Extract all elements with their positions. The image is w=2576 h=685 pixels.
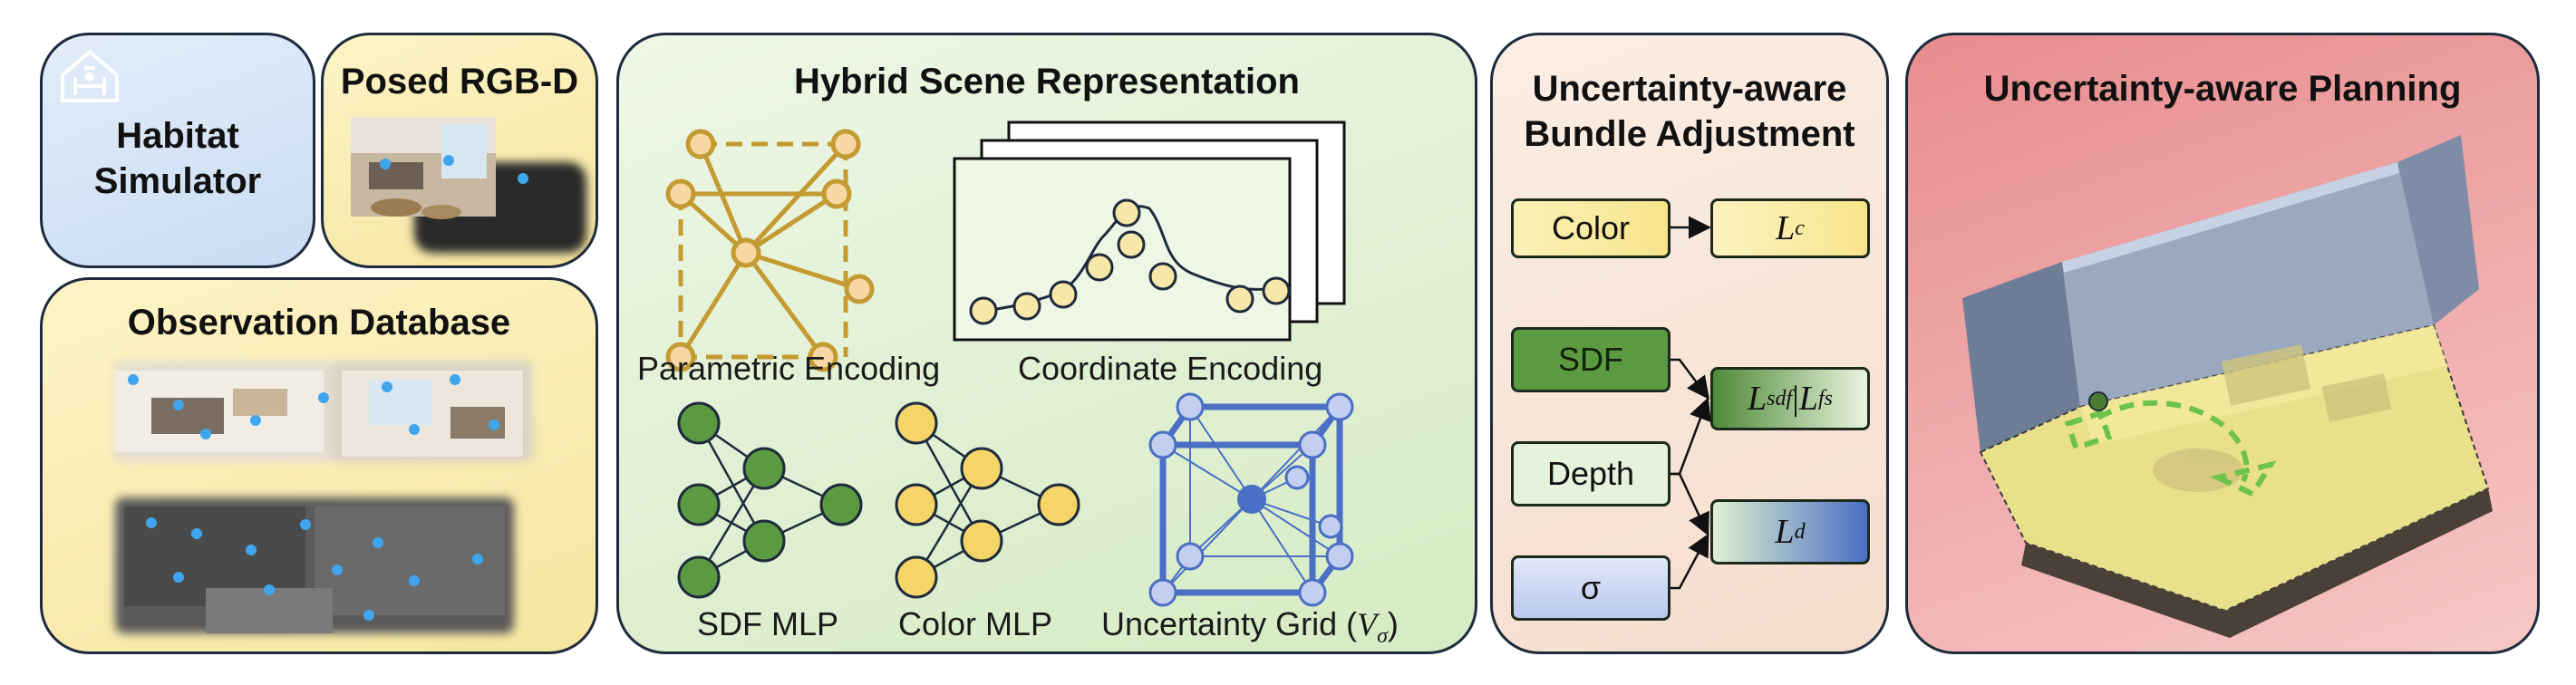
sdf-mlp-label: SDF MLP bbox=[697, 605, 839, 642]
bundle-connectors bbox=[1671, 216, 1711, 590]
color-input-box: Color bbox=[1511, 198, 1671, 258]
planning-scene-render bbox=[1962, 135, 2493, 638]
habitat-simulator-panel: Habitat Simulator bbox=[40, 33, 315, 268]
planning-title: Uncertainty-aware Planning bbox=[1983, 69, 2462, 109]
sigma-input-box: σ bbox=[1511, 555, 1671, 621]
uncertainty-aware-planning-panel: Uncertainty-aware Planning bbox=[1905, 33, 2540, 654]
observation-database-title: Observation Database bbox=[127, 303, 511, 342]
posed-rgbd-title: Posed RGB-D bbox=[340, 62, 579, 101]
habitat-logo-icon bbox=[61, 49, 119, 102]
coordinate-encoding-stack bbox=[953, 121, 1346, 342]
color-mlp-network bbox=[895, 401, 1080, 599]
sdf-mlp-network bbox=[677, 401, 863, 599]
uncertainty-grid-label: Uncertainty Grid (Vσ) bbox=[1101, 605, 1399, 649]
hybrid-title: Hybrid Scene Representation bbox=[794, 62, 1300, 101]
posed-rgbd-thumbnail bbox=[351, 117, 586, 253]
habitat-title-line2: Simulator bbox=[93, 161, 262, 201]
parametric-encoding-label: Parametric Encoding bbox=[637, 350, 941, 387]
observation-images bbox=[115, 362, 532, 633]
habitat-title-line1: Habitat bbox=[116, 116, 239, 156]
depth-input-box: Depth bbox=[1511, 441, 1671, 507]
parametric-encoding-graph bbox=[665, 129, 875, 372]
bundle-title-line2: Bundle Adjustment bbox=[1524, 114, 1855, 154]
uncertainty-grid-cube bbox=[1148, 392, 1354, 607]
bundle-title-line1: Uncertainty-aware bbox=[1532, 69, 1847, 109]
bundle-adjustment-panel: Uncertainty-aware Bundle Adjustment Colo… bbox=[1490, 33, 1889, 654]
color-mlp-label: Color MLP bbox=[898, 605, 1053, 642]
observation-database-panel: Observation Database bbox=[40, 277, 598, 654]
coordinate-encoding-label: Coordinate Encoding bbox=[1018, 350, 1323, 387]
sdf-input-box: SDF bbox=[1511, 327, 1671, 392]
hybrid-scene-representation-panel: Hybrid Scene Representation Parametric E… bbox=[616, 33, 1477, 654]
posed-rgbd-panel: Posed RGB-D bbox=[321, 33, 598, 268]
